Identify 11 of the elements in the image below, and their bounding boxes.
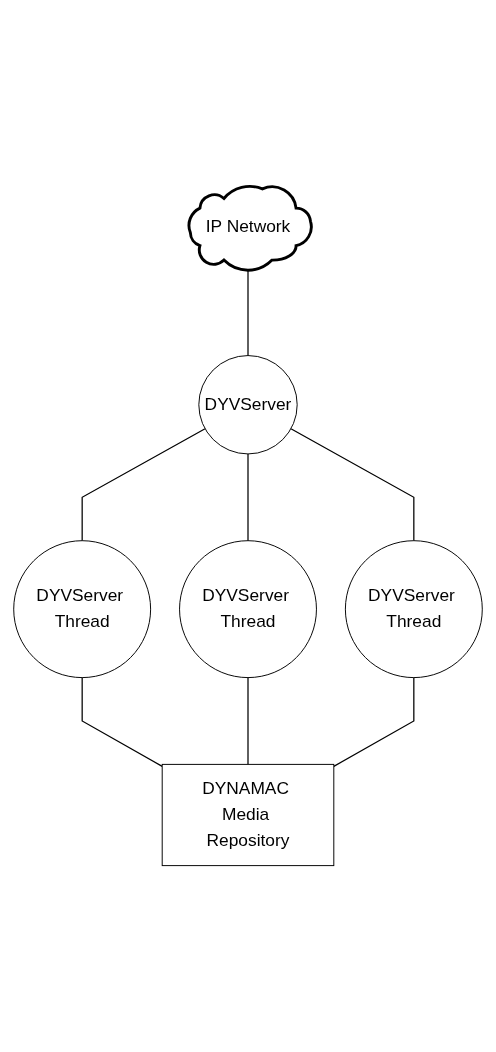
node-circle: DYVServer Thread (179, 540, 317, 679)
connector (247, 676, 249, 765)
node-circle: DYVServer Thread (13, 540, 152, 679)
connector (81, 676, 163, 767)
node-circle: DYVServer (198, 355, 298, 455)
node-box: DYNAMAC Media Repository (161, 763, 335, 867)
connector (333, 676, 415, 767)
connector (290, 428, 415, 542)
connector (247, 453, 249, 542)
node-circle: DYVServer Thread (344, 540, 483, 679)
connector (81, 428, 206, 542)
